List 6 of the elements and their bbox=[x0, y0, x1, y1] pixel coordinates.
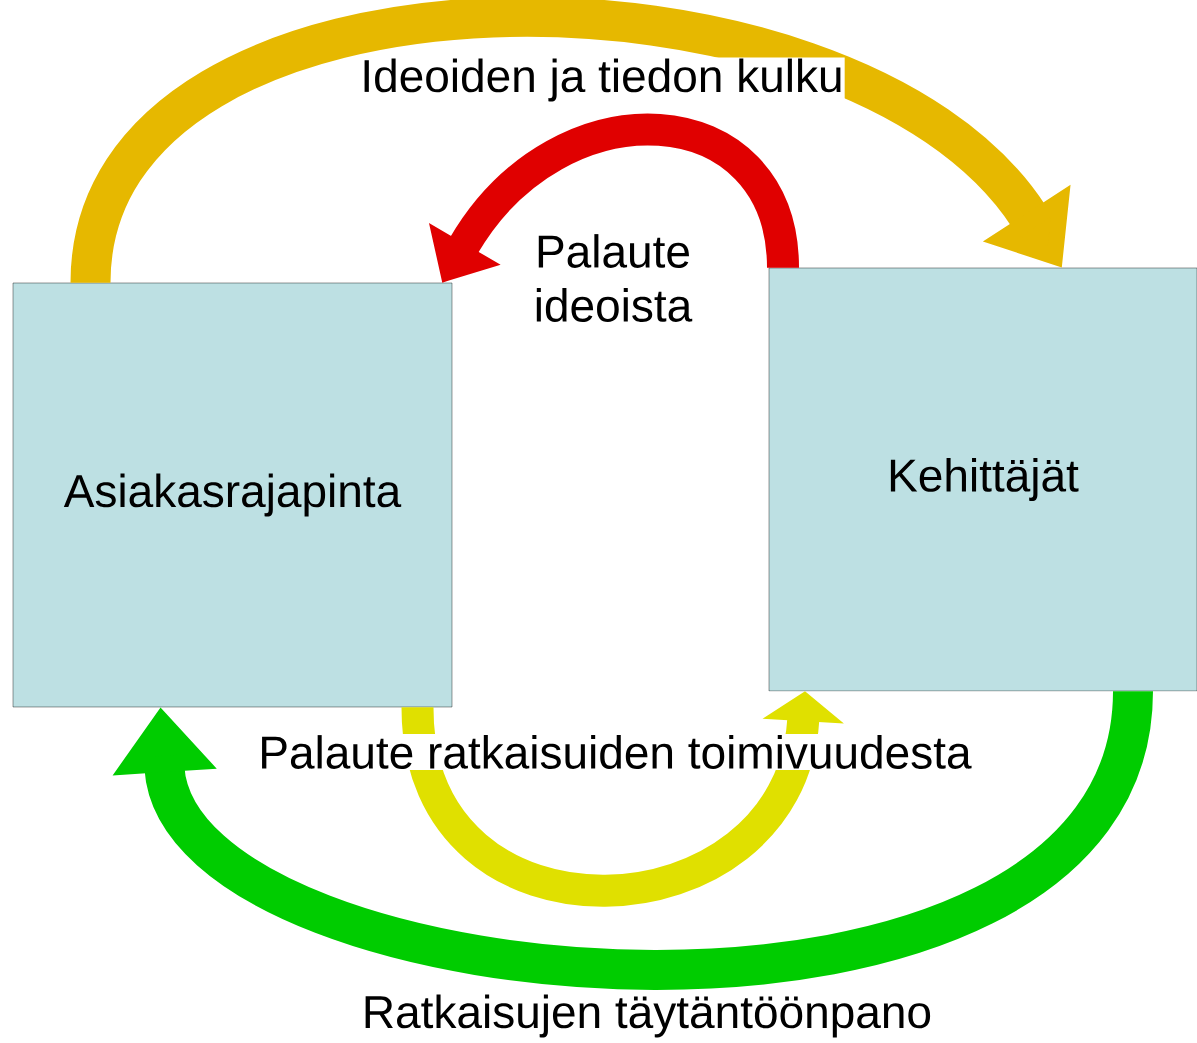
edge-label: Ideoiden ja tiedon kulku bbox=[359, 57, 845, 103]
process-box: Kehittäjät bbox=[768, 267, 1197, 692]
edge-label: Palaute ratkaisuiden toimivuudesta bbox=[257, 734, 973, 770]
process-box: Asiakasrajapinta bbox=[12, 282, 453, 708]
edge-label: Palaute ideoista bbox=[512, 233, 714, 323]
edge-label: Ratkaisujen täytäntöönpano bbox=[360, 993, 934, 1039]
